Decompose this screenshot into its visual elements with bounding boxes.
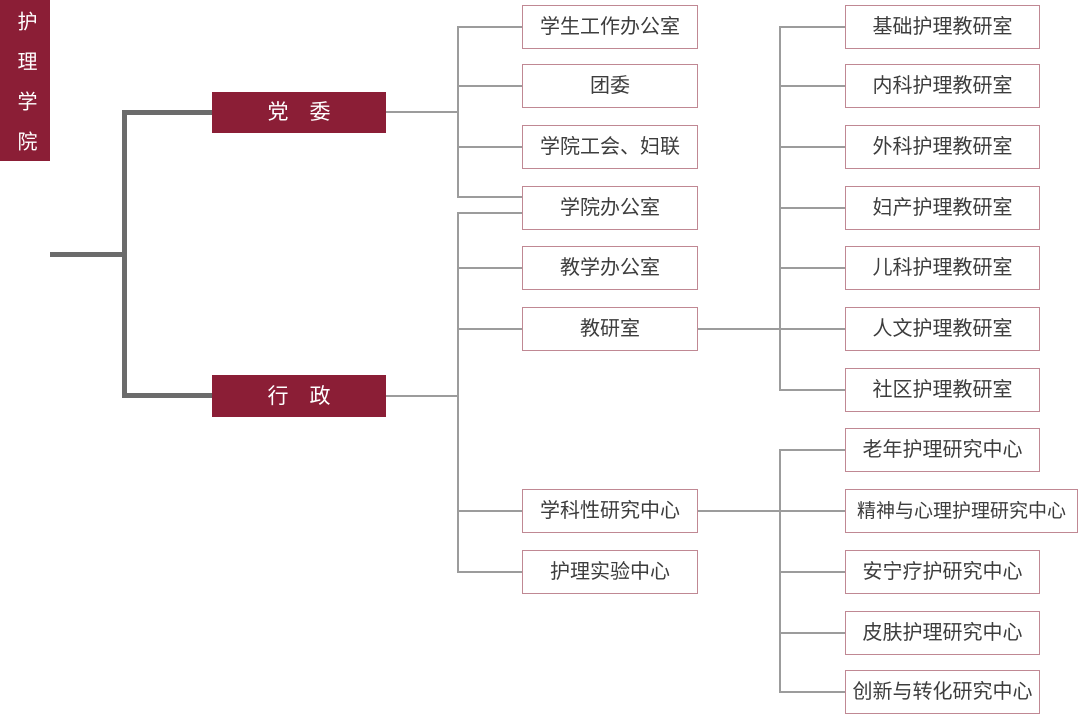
node-psychiatric-psychological-nursing-research-center: 精神与心理护理研究中心 xyxy=(845,489,1078,533)
connector-segment xyxy=(779,267,845,269)
connector-segment xyxy=(457,196,522,198)
node-label: 学科性研究中心 xyxy=(540,500,680,522)
node-label: 学生工作办公室 xyxy=(540,16,680,38)
node-teaching-office: 教学办公室 xyxy=(522,246,698,290)
node-disciplinary-research-center: 学科性研究中心 xyxy=(522,489,698,533)
node-college-office: 学院办公室 xyxy=(522,186,698,230)
node-label: 团委 xyxy=(590,75,630,97)
node-label: 基础护理教研室 xyxy=(872,16,1013,38)
connector-segment xyxy=(779,26,845,28)
node-label: 皮肤护理研究中心 xyxy=(862,622,1023,644)
node-pediatric-nursing-section: 儿科护理教研室 xyxy=(845,246,1040,290)
node-label: 学院办公室 xyxy=(560,197,660,219)
connector-segment xyxy=(779,691,845,693)
node-label: 护理实验中心 xyxy=(550,561,670,583)
node-internal-medicine-nursing-section: 内科护理教研室 xyxy=(845,64,1040,108)
node-label: 社区护理教研室 xyxy=(872,379,1013,401)
node-label: 妇产护理教研室 xyxy=(872,197,1013,219)
connector-segment xyxy=(457,85,522,87)
connector-segment xyxy=(779,85,845,87)
connector-segment xyxy=(779,510,845,512)
node-youth-league-committee: 团委 xyxy=(522,64,698,108)
node-nursing-lab-center: 护理实验中心 xyxy=(522,550,698,594)
node-label: 护理学院 xyxy=(14,10,36,171)
connector-segment xyxy=(457,328,522,330)
connector-segment xyxy=(779,449,845,451)
node-party-committee: 党 委 xyxy=(212,92,386,133)
connector-segment xyxy=(457,571,522,573)
node-geriatric-nursing-research-center: 老年护理研究中心 xyxy=(845,428,1040,472)
connector-segment xyxy=(386,111,457,113)
connector-segment xyxy=(779,207,845,209)
node-student-affairs-office: 学生工作办公室 xyxy=(522,5,698,49)
connector-segment xyxy=(457,267,522,269)
connector-segment xyxy=(457,212,459,573)
connector-segment xyxy=(122,110,212,115)
connector-segment xyxy=(50,252,125,257)
node-skin-care-research-center: 皮肤护理研究中心 xyxy=(845,611,1040,655)
node-obstetric-nursing-section: 妇产护理教研室 xyxy=(845,186,1040,230)
connector-segment xyxy=(779,632,845,634)
node-label: 儿科护理教研室 xyxy=(872,257,1013,279)
connector-segment xyxy=(779,571,845,573)
connector-segment xyxy=(457,26,459,198)
node-label: 精神与心理护理研究中心 xyxy=(856,500,1066,522)
node-label: 学院工会、妇联 xyxy=(540,136,680,158)
connector-segment xyxy=(457,510,522,512)
node-label: 创新与转化研究中心 xyxy=(852,681,1033,703)
connector-segment xyxy=(122,393,212,398)
node-union-womens-federation: 学院工会、妇联 xyxy=(522,125,698,169)
connector-segment xyxy=(457,146,522,148)
connector-segment xyxy=(698,328,780,330)
connector-segment xyxy=(457,26,522,28)
node-hospice-care-research-center: 安宁疗护研究中心 xyxy=(845,550,1040,594)
node-label: 外科护理教研室 xyxy=(872,136,1013,158)
node-label: 人文护理教研室 xyxy=(872,318,1013,340)
connector-segment xyxy=(457,212,522,214)
node-administration: 行 政 xyxy=(212,375,386,417)
node-community-nursing-section: 社区护理教研室 xyxy=(845,368,1040,412)
node-teaching-research-section: 教研室 xyxy=(522,307,698,351)
node-label: 内科护理教研室 xyxy=(872,75,1013,97)
node-nursing-college: 护理学院 xyxy=(0,0,50,171)
connector-segment xyxy=(698,510,780,512)
node-innovation-transformation-research-center: 创新与转化研究中心 xyxy=(845,670,1040,714)
node-label: 教学办公室 xyxy=(560,257,660,279)
node-label: 老年护理研究中心 xyxy=(862,439,1023,461)
connector-segment xyxy=(122,110,127,398)
node-label: 行 政 xyxy=(267,384,331,408)
node-label: 教研室 xyxy=(580,318,640,340)
node-basic-nursing-section: 基础护理教研室 xyxy=(845,5,1040,49)
connector-segment xyxy=(779,389,845,391)
connector-segment xyxy=(386,395,457,397)
connector-segment xyxy=(779,146,845,148)
node-label: 安宁疗护研究中心 xyxy=(862,561,1023,583)
node-surgical-nursing-section: 外科护理教研室 xyxy=(845,125,1040,169)
connector-segment xyxy=(779,328,845,330)
node-label: 党 委 xyxy=(267,101,331,124)
node-humanistic-nursing-section: 人文护理教研室 xyxy=(845,307,1040,351)
